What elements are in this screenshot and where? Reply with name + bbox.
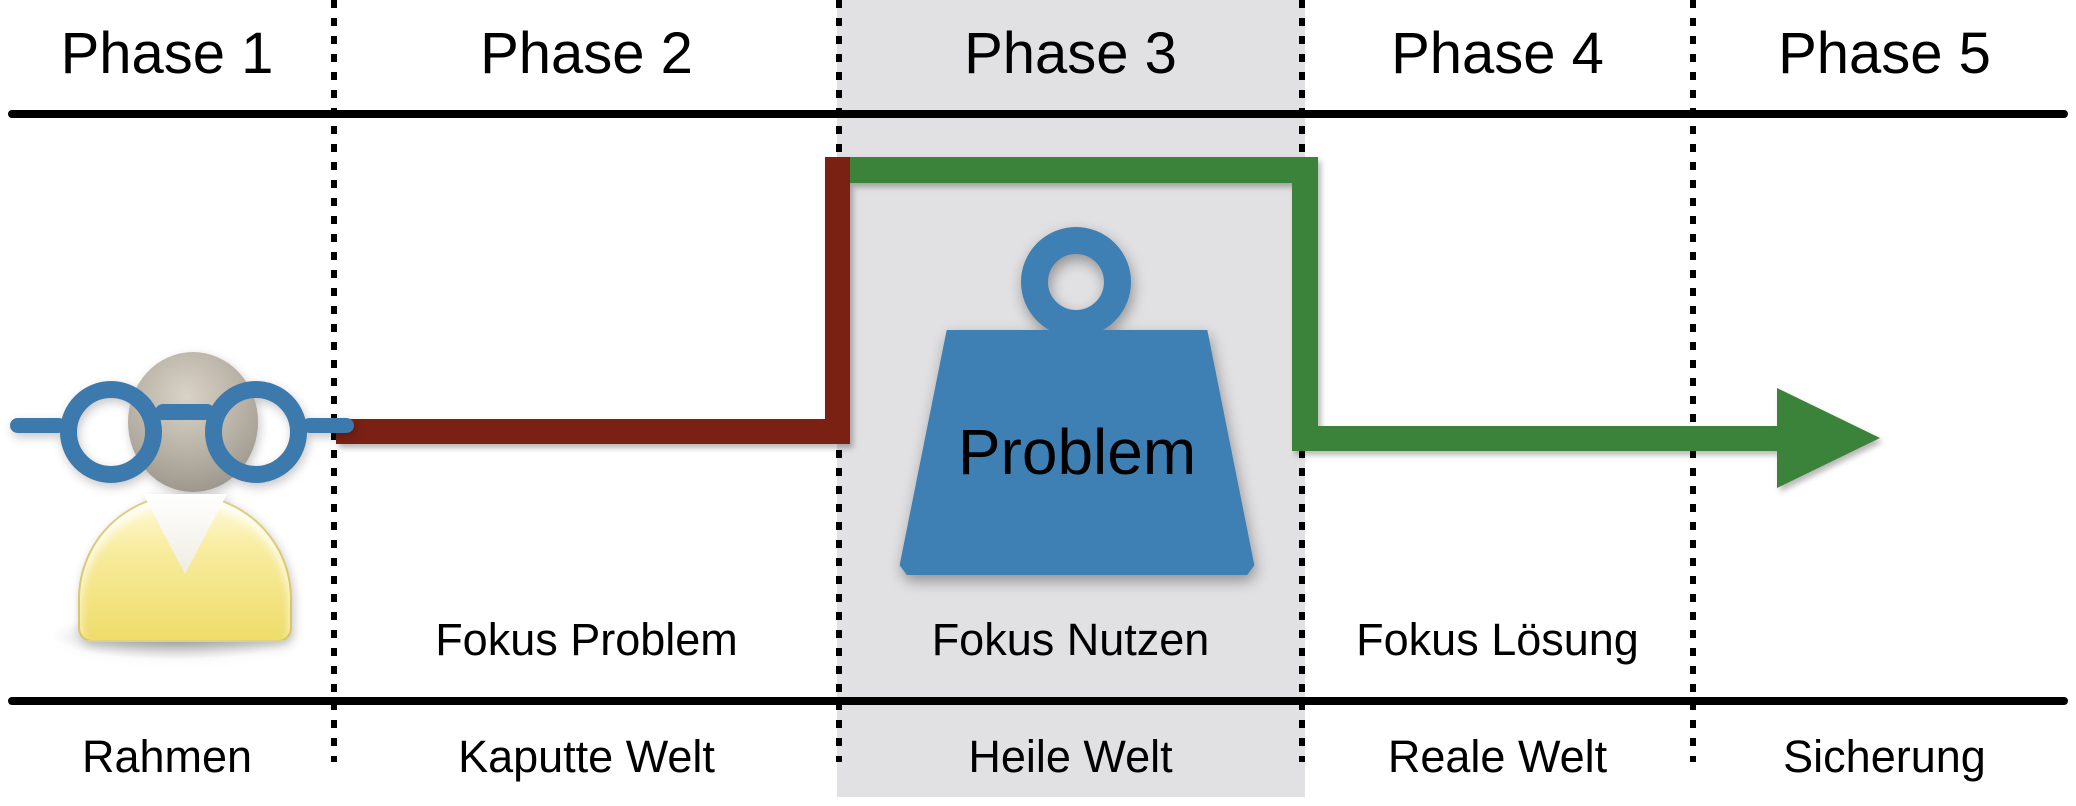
glasses-right-lens-icon xyxy=(205,381,307,483)
red-vertical-segment xyxy=(825,157,850,444)
bottom-rule xyxy=(8,697,2068,705)
phase-4-header: Phase 4 xyxy=(1391,21,1604,86)
glasses-right-temple xyxy=(302,418,354,433)
green-top-segment xyxy=(850,157,1318,183)
phase-3-world-label: Heile Welt xyxy=(968,731,1173,782)
red-horizontal-segment xyxy=(336,419,850,444)
green-bottom-segment xyxy=(1292,426,1777,451)
phase-divider-4-5 xyxy=(1690,0,1696,762)
phase-divider-1-2 xyxy=(331,0,337,762)
phase-2-focus-label: Fokus Problem xyxy=(435,614,738,665)
phase-2-world-label: Kaputte Welt xyxy=(458,731,715,782)
phase-2-header: Phase 2 xyxy=(480,21,693,86)
arrow-head-icon xyxy=(1777,388,1880,488)
glasses-bridge xyxy=(155,404,215,420)
glasses-left-lens-icon xyxy=(60,381,162,483)
phase-5-world-label: Sicherung xyxy=(1783,731,1986,782)
green-vertical-segment xyxy=(1292,157,1318,451)
top-rule xyxy=(8,110,2068,118)
weight-body xyxy=(899,330,1255,575)
phase-5-header: Phase 5 xyxy=(1778,21,1991,86)
weight-label: Problem xyxy=(957,416,1197,488)
phase-4-world-label: Reale Welt xyxy=(1387,731,1608,782)
phase-1-world-label: Rahmen xyxy=(81,731,253,782)
phase-1-header: Phase 1 xyxy=(60,21,274,86)
weight-handle-ring xyxy=(1021,227,1131,337)
glasses-left-temple xyxy=(10,418,66,433)
phase-4-focus-label: Fokus Lösung xyxy=(1356,614,1639,665)
phase-3-focus-label: Fokus Nutzen xyxy=(931,614,1210,665)
phase-3-header: Phase 3 xyxy=(964,21,1177,86)
